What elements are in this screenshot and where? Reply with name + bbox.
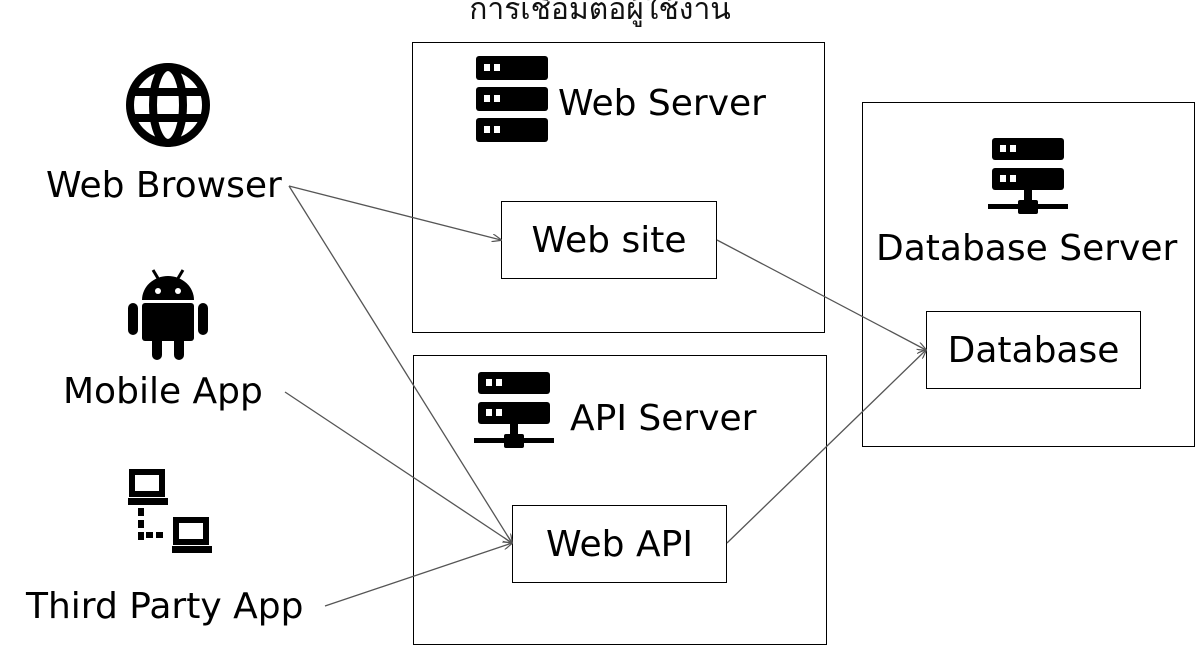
api-server-label: API Server (570, 398, 757, 439)
database-server-label: Database Server (876, 228, 1178, 269)
diagram-title: การเชื่อมต่อผู้ใช้งาน (469, 0, 731, 27)
client-label-web-browser: Web Browser (46, 165, 282, 206)
globe-icon (126, 63, 210, 147)
database-node: Database (926, 311, 1141, 389)
client-label-third-party-app: Third Party App (26, 586, 304, 627)
database-network-server-icon (988, 138, 1068, 214)
web-site-node: Web site (501, 201, 717, 279)
web-server-label: Web Server (558, 83, 766, 124)
web-api-node: Web API (512, 505, 727, 583)
android-icon (128, 269, 208, 360)
api-network-server-icon (474, 372, 554, 448)
server-rack-icon (476, 56, 548, 142)
network-computers-icon (128, 469, 212, 553)
client-label-mobile-app: Mobile App (63, 371, 263, 412)
